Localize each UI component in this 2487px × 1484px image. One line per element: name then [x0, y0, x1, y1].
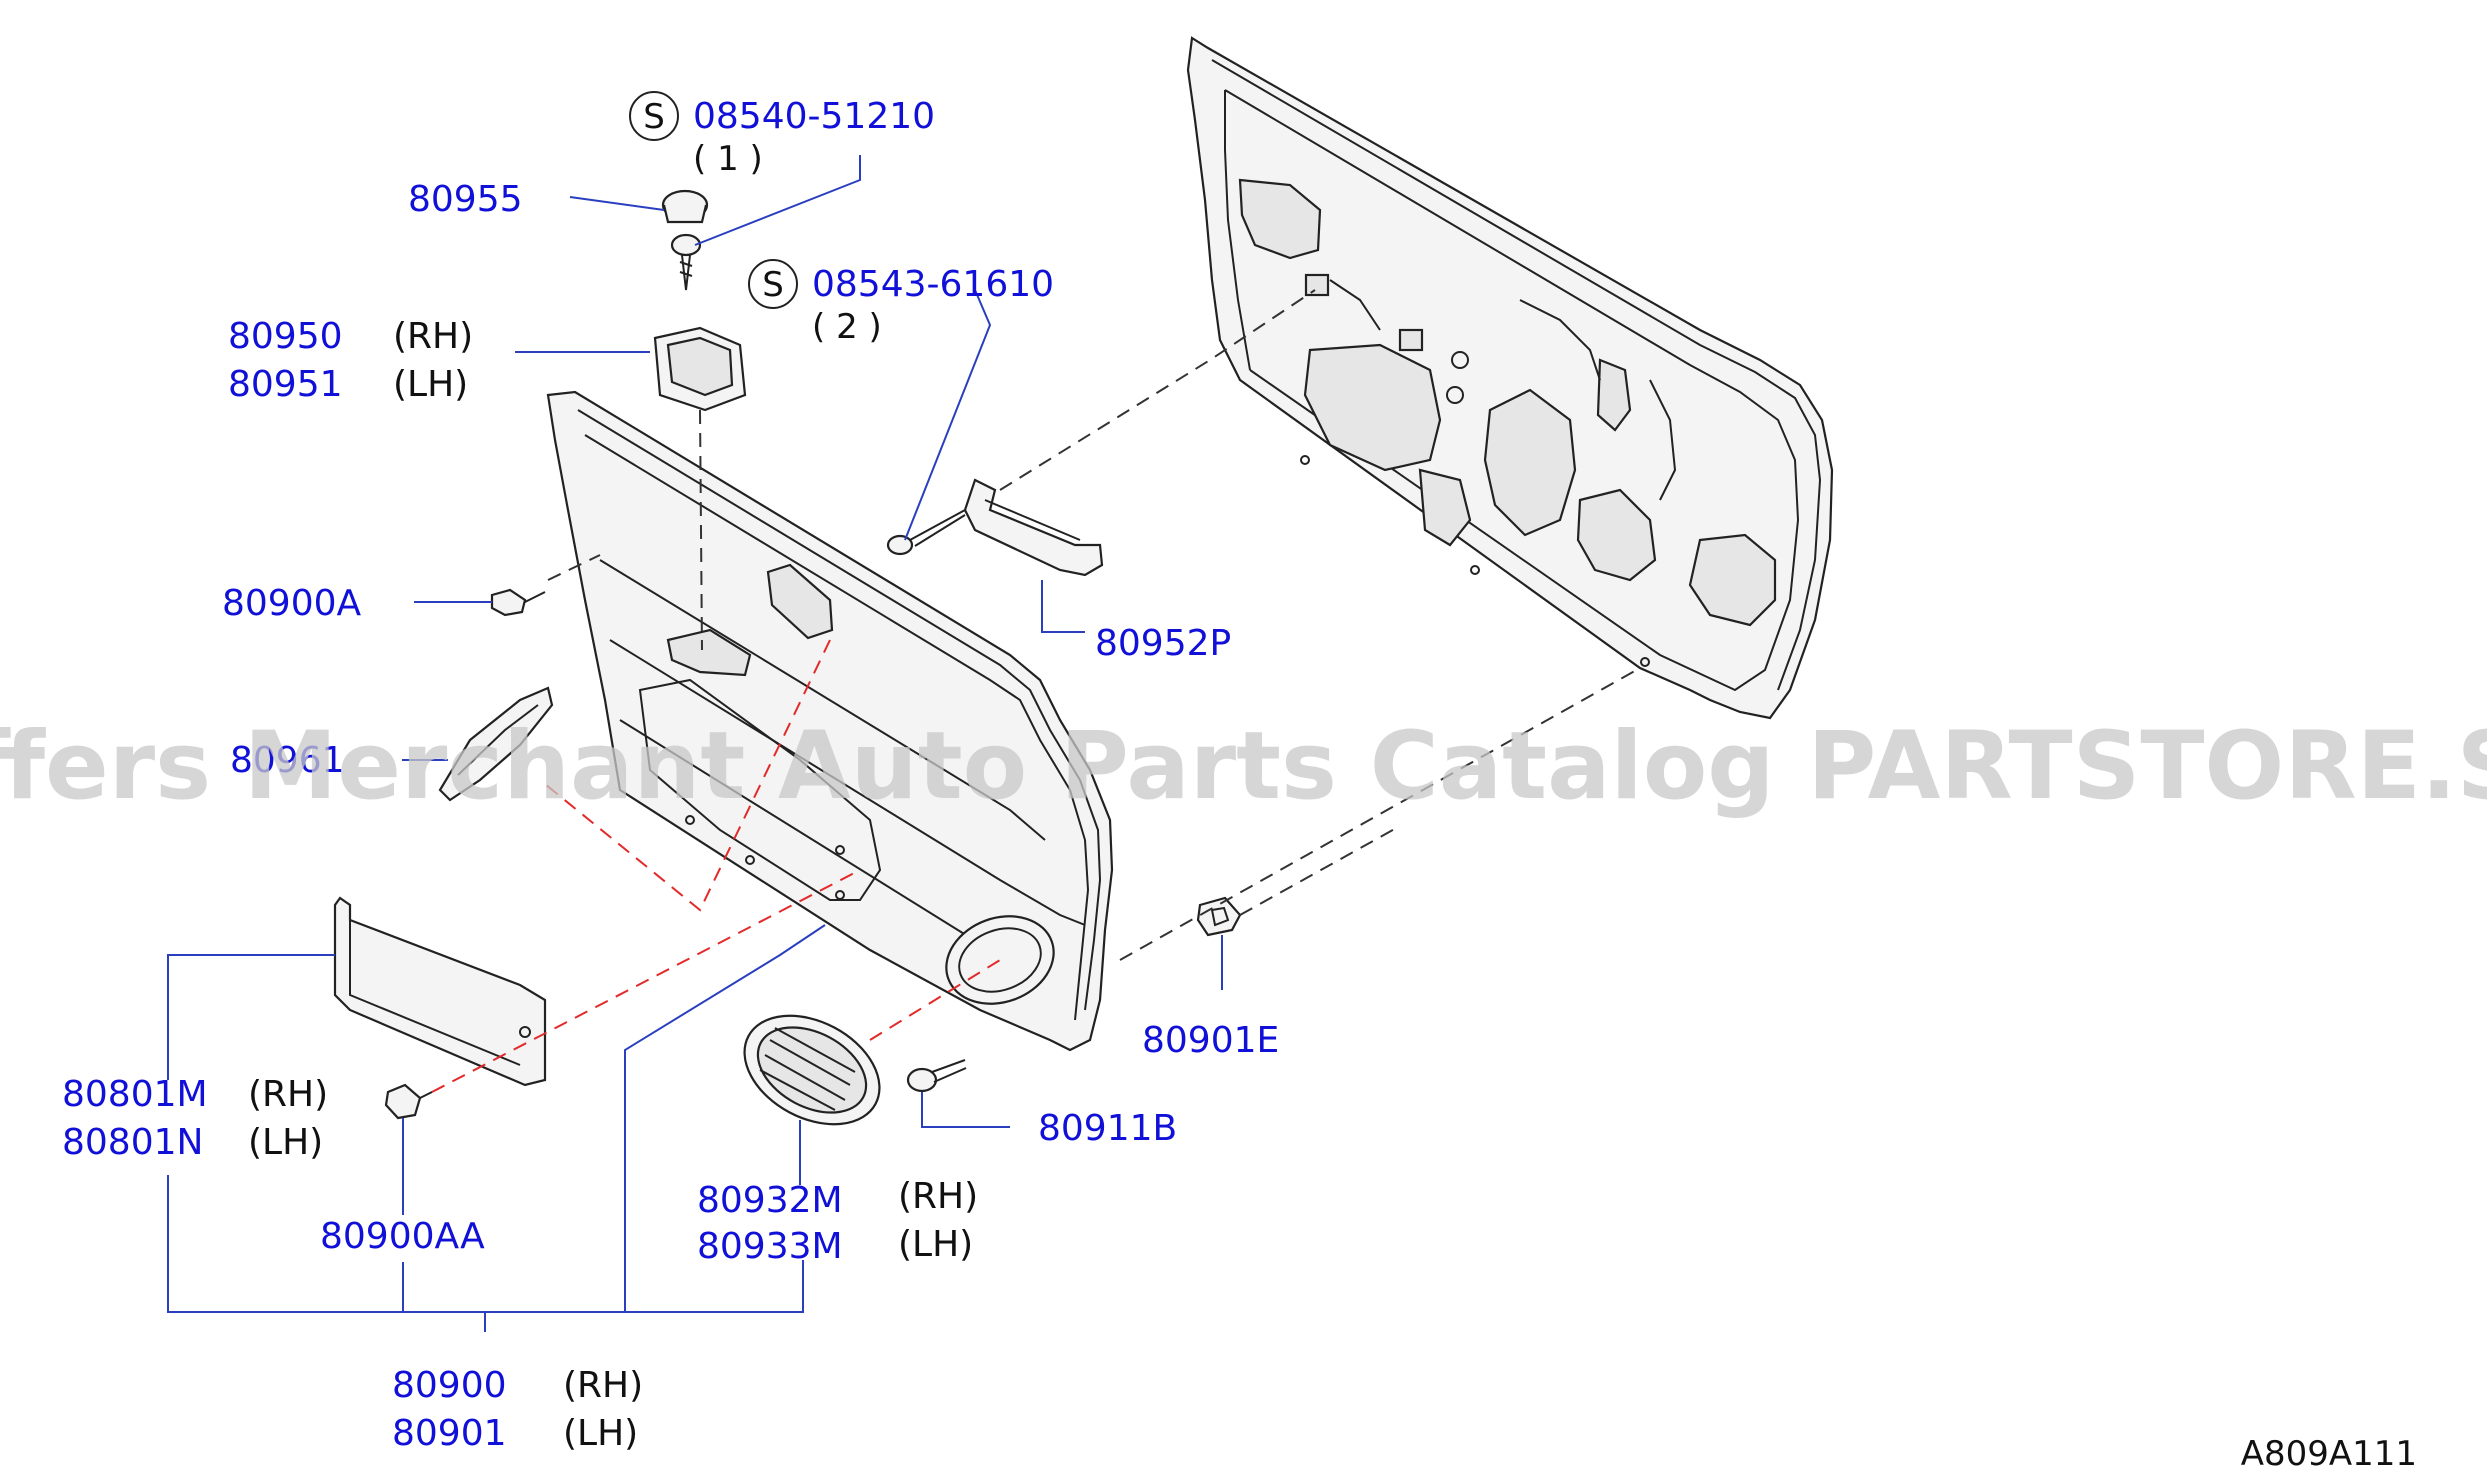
side-80932M: (RH): [898, 1176, 978, 1217]
part-80950[interactable]: 80950: [228, 316, 343, 357]
side-80900: (RH): [563, 1365, 643, 1406]
clip-80900AA: [384, 1083, 433, 1120]
part-80900AA[interactable]: 80900AA: [320, 1216, 485, 1257]
side-80901: (LH): [563, 1413, 638, 1454]
side-80801M: (RH): [248, 1074, 328, 1115]
s-symbol-circle-1: [629, 91, 679, 141]
screw-08540: [670, 233, 702, 291]
part-80952P[interactable]: 80952P: [1095, 623, 1231, 664]
door-inner-panel: [1186, 36, 1834, 720]
part-80932M[interactable]: 80932M: [697, 1180, 843, 1221]
escutcheon-80950: [653, 326, 747, 412]
qty-08543: ( 2 ): [812, 307, 882, 347]
part-80911B[interactable]: 80911B: [1038, 1108, 1177, 1149]
side-80951: (LH): [393, 364, 468, 405]
s-symbol-circle-2: [748, 259, 798, 309]
side-80933M: (LH): [898, 1224, 973, 1265]
part-80900A[interactable]: 80900A: [222, 583, 362, 624]
side-80950: (RH): [393, 316, 473, 357]
part-08540-51210[interactable]: 08540-51210: [693, 96, 935, 137]
part-80901E[interactable]: 80901E: [1142, 1020, 1279, 1061]
part-80901[interactable]: 80901: [392, 1413, 507, 1454]
part-08543-61610[interactable]: 08543-61610: [812, 264, 1054, 305]
screw-80911B: [906, 1059, 967, 1093]
part-80900[interactable]: 80900: [392, 1365, 507, 1406]
part-80955[interactable]: 80955: [408, 179, 523, 220]
part-80801M[interactable]: 80801M: [62, 1074, 208, 1115]
screw-08543: [886, 509, 966, 556]
part-80961[interactable]: 80961: [230, 740, 345, 781]
cap-80955: [661, 189, 709, 224]
part-80933M[interactable]: 80933M: [697, 1226, 843, 1267]
part-80951[interactable]: 80951: [228, 364, 343, 405]
bracket-80952P: [963, 478, 1104, 577]
part-80801N[interactable]: 80801N: [62, 1122, 203, 1163]
s-symbol-1: S: [643, 97, 665, 137]
side-80801N: (LH): [248, 1122, 323, 1163]
s-symbol-2: S: [762, 265, 784, 305]
diagram-code: A809A111: [2241, 1434, 2417, 1474]
watermark: Offers Merchant Auto Parts Catalog PARTS…: [0, 712, 2487, 821]
door-trim-panel: [546, 390, 1114, 1052]
clip-80900A: [490, 588, 546, 617]
speaker-grille-80932M: [743, 1014, 881, 1126]
clip-80901E: [1196, 896, 1242, 937]
qty-08540: ( 1 ): [693, 139, 763, 179]
finisher-80961: [438, 686, 554, 802]
pocket-80801M: [333, 896, 547, 1087]
